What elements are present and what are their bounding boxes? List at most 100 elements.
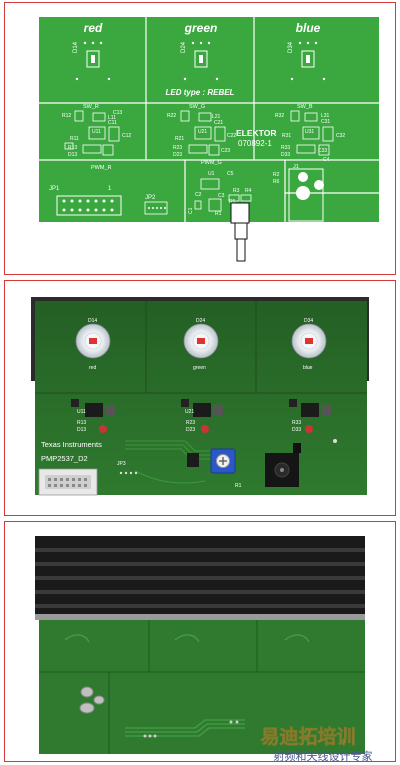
ref-l31: L31	[321, 113, 330, 119]
heatsink-fins	[35, 536, 365, 620]
ref-c11: C11	[108, 120, 117, 126]
photo-ref-r13: R13	[77, 420, 86, 426]
led-d34-photo: D34 blue	[291, 318, 327, 371]
label-sw-g: SW_G	[189, 104, 205, 110]
ref-c12: C12	[122, 133, 131, 139]
watermark-title: 易迪拓培训	[260, 725, 355, 748]
driver-footprint-blue	[290, 110, 334, 156]
ref-u1: U1	[208, 171, 215, 177]
led-d24-photo: D24 green	[183, 318, 219, 371]
photo-ref-d13: D13	[77, 427, 86, 433]
photo-led-name-green: green	[193, 365, 206, 371]
ref-c32: C32	[336, 133, 345, 139]
ref-c31: C31	[321, 119, 330, 125]
ref-r33: R33	[281, 145, 290, 151]
ref-l21: L21	[212, 114, 221, 120]
ref-c21: C21	[214, 120, 223, 126]
pin-one: 1	[108, 186, 112, 192]
watermark: 易迪拓培训 射频和天线设计专家	[260, 725, 373, 762]
pcb-back-photo	[39, 620, 365, 754]
dc-jack-photo	[265, 443, 301, 487]
board-bottom-photo-panel: 易迪拓培训 射频和天线设计专家	[4, 521, 396, 762]
ref-jp2: JP2	[145, 195, 156, 201]
photo-ref-d34: D34	[304, 318, 313, 324]
label-pwm-r: PWM_R	[91, 165, 112, 171]
ref-c5: C5	[227, 171, 234, 177]
ref-r21: R21	[175, 136, 184, 142]
photo-board-name: PMP2537_D2	[41, 454, 88, 463]
brand-elektor: ELEKTOR	[236, 128, 276, 138]
channel-label-green: green	[184, 21, 218, 35]
photo-ref-u21: U21	[185, 409, 194, 415]
driver-footprint-green	[180, 110, 226, 156]
photo-ref-d14: D14	[88, 318, 97, 324]
driver-footprint-red	[64, 110, 120, 156]
photo-ref-d24: D24	[196, 318, 205, 324]
ref-d33: D33	[281, 152, 290, 158]
part-number: 070892-1	[238, 139, 272, 148]
potentiometer-outline	[230, 202, 250, 262]
label-sw-r: SW_R	[83, 104, 99, 110]
ref-u21: U21	[198, 129, 207, 135]
ref-r1: R1	[215, 211, 222, 217]
driver-components-photo	[71, 399, 331, 433]
dc-jack-footprint	[288, 168, 324, 222]
watermark-subtitle: 射频和天线设计专家	[274, 749, 373, 762]
photo-ref-jp3: JP3	[117, 461, 126, 467]
led-footprint-d24: D24	[181, 41, 219, 81]
ref-c2: C2	[195, 192, 202, 198]
ref-c22: C22	[227, 133, 236, 139]
ref-c23: C23	[221, 148, 230, 154]
photo-ic	[187, 453, 199, 467]
label-pwm-g: PWM_G	[201, 160, 222, 166]
channel-label-red: red	[84, 21, 103, 35]
pcb-layout-panel: red green blue D14 D24 D34 LED type : RE…	[4, 2, 396, 275]
led-footprint-d34: D34	[288, 41, 326, 81]
ref-c1: C1	[188, 207, 194, 214]
ref-jp1: JP1	[49, 186, 60, 192]
led-d14-photo: D14 red	[75, 318, 111, 371]
ref-c13: C13	[113, 110, 122, 116]
board-top-photo: D14 red D24 green D34 blue U11 R13 D13 U…	[5, 281, 395, 515]
ref-d23: D23	[173, 152, 182, 158]
ref-u31: U31	[305, 129, 314, 135]
ref-l11: L11	[108, 115, 116, 121]
ref-r22: R22	[167, 113, 176, 119]
ref-c4: C4	[323, 157, 330, 163]
ref-r11: R11	[70, 136, 79, 142]
channel-label-blue: blue	[296, 21, 321, 35]
ref-r31: R31	[282, 133, 291, 139]
photo-ref-r33: R33	[292, 420, 301, 426]
ref-c33: C33	[318, 148, 327, 154]
ref-r5: R5	[229, 199, 236, 205]
photo-ref-r1: R1	[235, 483, 242, 489]
power-section-footprints	[194, 178, 252, 212]
ref-r2: R2	[273, 172, 280, 178]
photo-maker-text: Texas Instruments	[41, 440, 102, 449]
ref-d13: D13	[68, 152, 77, 158]
ref-d14: D14	[73, 41, 79, 53]
ref-r23: R23	[173, 145, 182, 151]
ref-d24: D24	[181, 41, 187, 53]
board-bottom-photo: 易迪拓培训 射频和天线设计专家	[5, 522, 395, 762]
ref-u11: U11	[92, 129, 101, 135]
photo-ref-u11: U11	[77, 409, 86, 415]
ref-r32: R32	[275, 113, 284, 119]
label-sw-b: SW_B	[297, 104, 313, 110]
photo-ref-r23: R23	[186, 420, 195, 426]
ref-r12: R12	[62, 113, 71, 119]
ref-r6: R6	[273, 179, 280, 185]
jp2-header-footprint	[144, 201, 168, 215]
solder-pads-photo	[79, 686, 239, 738]
photo-led-name-red: red	[89, 365, 96, 371]
ref-c3: C3	[218, 193, 225, 199]
photo-led-name-blue: blue	[303, 365, 313, 371]
pcb-layout-drawing: red green blue D14 D24 D34 LED type : RE…	[39, 17, 379, 262]
photo-ref-d33: D33	[292, 427, 301, 433]
ref-d34: D34	[288, 41, 294, 53]
led-type-label: LED type : REBEL	[166, 88, 235, 97]
led-footprint-d14: D14	[73, 41, 111, 81]
trimpot-blue	[210, 448, 236, 474]
ref-r4: R4	[245, 188, 252, 194]
ref-j1: J1	[293, 164, 299, 170]
